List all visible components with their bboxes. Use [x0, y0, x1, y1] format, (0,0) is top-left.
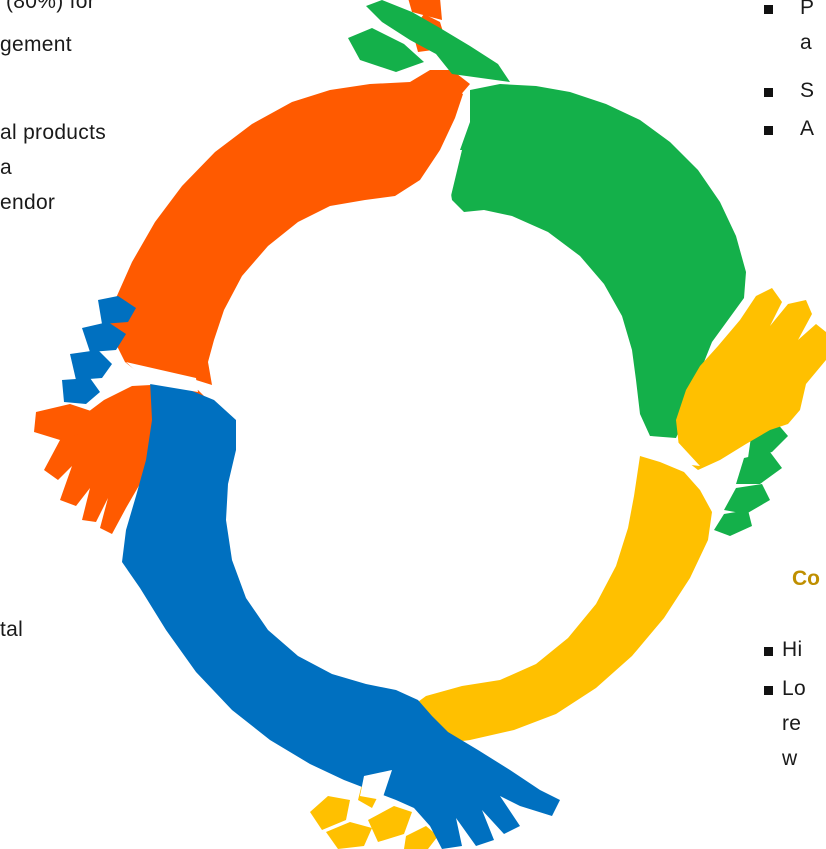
- right-bottom-heading: Co: [792, 567, 820, 590]
- left-text-line-1: (80%) for: [6, 0, 96, 13]
- bullet-icon: [764, 647, 773, 656]
- right-bottom-item-2-line-3: w: [782, 747, 798, 770]
- orange-hand-icon: [34, 0, 470, 534]
- left-text-line-3: al products: [0, 121, 107, 144]
- right-top-item-3: A: [800, 117, 815, 140]
- right-bottom-item-1: Hi: [782, 638, 803, 661]
- blue-hand-icon: [62, 296, 560, 849]
- bullet-icon: [764, 88, 773, 97]
- right-bottom-item-2-line-2: re: [782, 712, 802, 735]
- left-text-line-2: gement: [0, 33, 72, 56]
- left-text-line-5: endor: [0, 191, 56, 214]
- right-top-item-2: S: [800, 79, 815, 102]
- right-bottom-item-2-line-1: Lo: [782, 677, 806, 700]
- left-text-line-4: a: [0, 156, 12, 179]
- right-top-item-1-line-1: P: [800, 0, 815, 19]
- green-hand-icon: [348, 0, 788, 536]
- arm-separators: [126, 150, 700, 800]
- right-top-item-1-line-2: a: [800, 31, 812, 54]
- left-text-line-6: tal: [0, 618, 24, 641]
- bullet-icon: [764, 5, 773, 14]
- yellow-hand-icon: [310, 288, 826, 849]
- bullet-icon: [764, 126, 773, 135]
- bullet-icon: [764, 686, 773, 695]
